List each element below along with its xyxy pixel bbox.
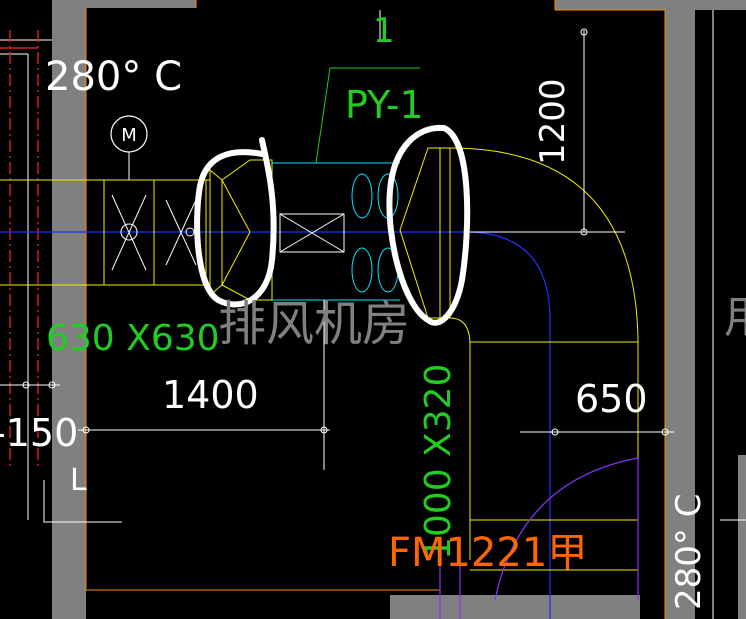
wall-top-left xyxy=(86,0,196,8)
corner-mark xyxy=(43,480,122,523)
elbow-inner xyxy=(449,317,471,560)
damper-cross xyxy=(111,194,147,271)
fan-impeller xyxy=(351,173,373,219)
duct-centerline-elbow xyxy=(464,231,551,619)
room-name-label: 排风机房 xyxy=(218,296,410,352)
dimensions xyxy=(0,10,746,523)
motor-icon xyxy=(110,115,148,153)
equipment-leader xyxy=(315,67,420,164)
dim-tick xyxy=(82,426,90,434)
dimension-left: -150 xyxy=(0,411,78,455)
dimension-650: 650 xyxy=(575,377,648,421)
red-dashed-lines xyxy=(0,30,39,470)
edge-label-left: L xyxy=(70,463,87,498)
wall-far-right xyxy=(738,455,746,619)
transition-v xyxy=(221,179,251,286)
duct-size-label: 630 X630 xyxy=(46,318,220,359)
transition-body xyxy=(221,159,273,301)
annotation-marks xyxy=(194,124,471,326)
transition-body xyxy=(399,147,441,319)
wall-top-right xyxy=(555,0,746,10)
edge-label-right: 用 xyxy=(724,292,746,343)
valve-box xyxy=(153,179,207,286)
temperature-label-right: 280° C xyxy=(669,494,709,610)
fan-motor-x xyxy=(279,213,345,253)
elbow-duct xyxy=(449,147,639,571)
dim-tick xyxy=(551,428,559,436)
highlight-circle xyxy=(386,124,471,326)
valve-cross xyxy=(165,199,197,266)
wall-left xyxy=(52,0,86,619)
fan-impeller xyxy=(351,247,373,293)
fan-transition-left xyxy=(209,159,273,301)
grid-number: 1 xyxy=(373,11,395,51)
wall-bottom xyxy=(390,595,640,619)
temperature-label: 280° C xyxy=(45,54,182,100)
valve-pivot xyxy=(185,227,195,237)
duct-left: M xyxy=(0,115,210,286)
fan-section xyxy=(272,162,400,301)
dim-tick xyxy=(22,381,30,389)
elbow-outer xyxy=(449,147,639,555)
damper-pivot xyxy=(120,223,138,241)
equipment-id: PY-1 xyxy=(345,83,424,127)
duct-size-vertical-label: 1000 X320 xyxy=(418,364,459,560)
door-label: FM1221甲 xyxy=(388,530,587,576)
dimension-1400: 1400 xyxy=(162,373,259,417)
highlight-circle xyxy=(194,137,277,308)
labels: 280° C 1 1200 630 X630 排风机房 1400 1000 X3… xyxy=(0,11,746,610)
wall-right xyxy=(665,10,695,619)
dimension-1200: 1200 xyxy=(533,78,573,165)
door-swing xyxy=(494,457,639,601)
dim-tick xyxy=(661,428,669,436)
motor-label: M xyxy=(121,125,137,146)
door xyxy=(439,457,639,619)
leader: PY-1 xyxy=(315,67,424,164)
dim-tick xyxy=(580,28,588,36)
fan-motor-box xyxy=(279,213,345,253)
dim-tick xyxy=(48,381,56,389)
